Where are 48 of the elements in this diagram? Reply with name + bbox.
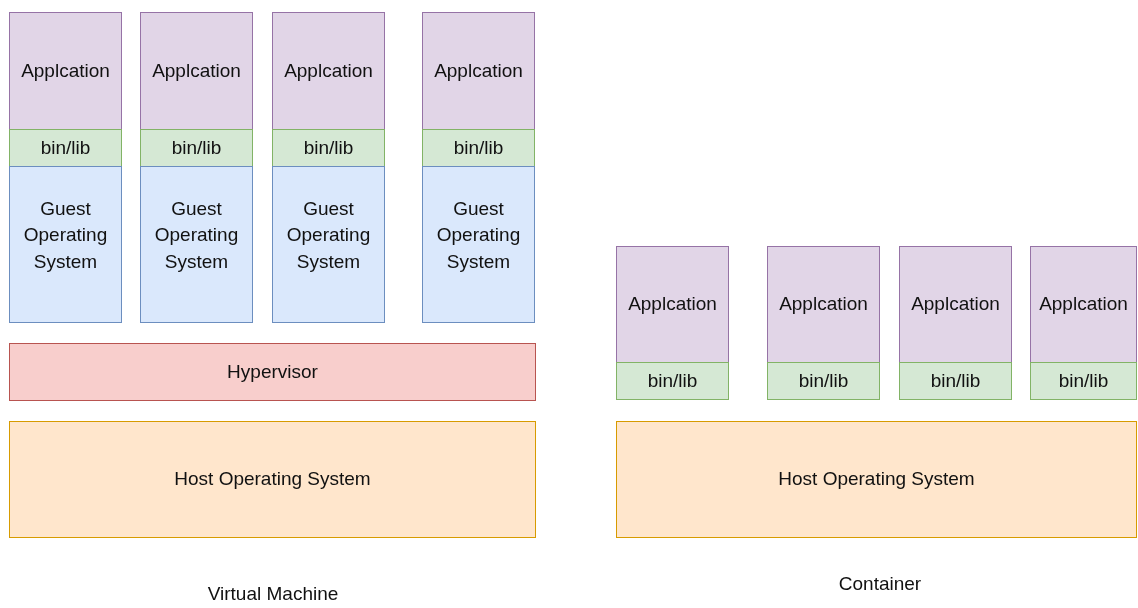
layer-label: bin/lib	[930, 368, 981, 393]
bin-lib-box	[272, 129, 385, 167]
layer-label: Hypervisor	[227, 359, 318, 384]
layer-label: Applcation	[152, 58, 241, 83]
bin-lib-box	[1030, 362, 1137, 400]
app-layer-box	[616, 246, 729, 363]
layer-label: Guest Operating System	[285, 196, 372, 274]
layer-label: bin/lib	[40, 135, 91, 160]
hypervisor-box	[9, 343, 536, 401]
section-caption: Container	[838, 573, 922, 595]
layer-label: Applcation	[779, 292, 868, 317]
section-caption: Virtual Machine	[207, 583, 339, 605]
bin-lib-box	[616, 362, 729, 400]
layer-label: bin/lib	[453, 135, 504, 160]
bin-lib-box	[9, 129, 122, 167]
layer-label: Applcation	[434, 58, 523, 83]
bin-lib-box	[422, 129, 535, 167]
app-layer-box	[272, 12, 385, 130]
layer-label: Host Operating System	[778, 467, 975, 492]
layer-label: Applcation	[628, 292, 717, 317]
layer-label: bin/lib	[647, 368, 698, 393]
layer-label: Guest Operating System	[153, 196, 240, 274]
bin-lib-box	[899, 362, 1012, 400]
layer-label: Applcation	[284, 58, 373, 83]
layer-label: Applcation	[911, 292, 1000, 317]
layer-label: Guest Operating System	[435, 196, 522, 274]
guest-os-box	[9, 166, 122, 323]
layer-label: Guest Operating System	[22, 196, 109, 274]
guest-os-box	[272, 166, 385, 323]
app-layer-box	[422, 12, 535, 130]
bin-lib-box	[140, 129, 253, 167]
app-layer-box	[1030, 246, 1137, 363]
guest-os-box	[422, 166, 535, 323]
layer-label: bin/lib	[171, 135, 222, 160]
host-os-box	[616, 421, 1137, 538]
layer-label: Applcation	[1039, 292, 1128, 317]
app-layer-box	[899, 246, 1012, 363]
layer-label: Host Operating System	[174, 467, 371, 492]
app-layer-box	[767, 246, 880, 363]
layer-label: bin/lib	[798, 368, 849, 393]
app-layer-box	[140, 12, 253, 130]
app-layer-box	[9, 12, 122, 130]
guest-os-box	[140, 166, 253, 323]
host-os-box	[9, 421, 536, 538]
layer-label: Applcation	[21, 58, 110, 83]
layer-label: bin/lib	[303, 135, 354, 160]
bin-lib-box	[767, 362, 880, 400]
layer-label: bin/lib	[1058, 368, 1109, 393]
